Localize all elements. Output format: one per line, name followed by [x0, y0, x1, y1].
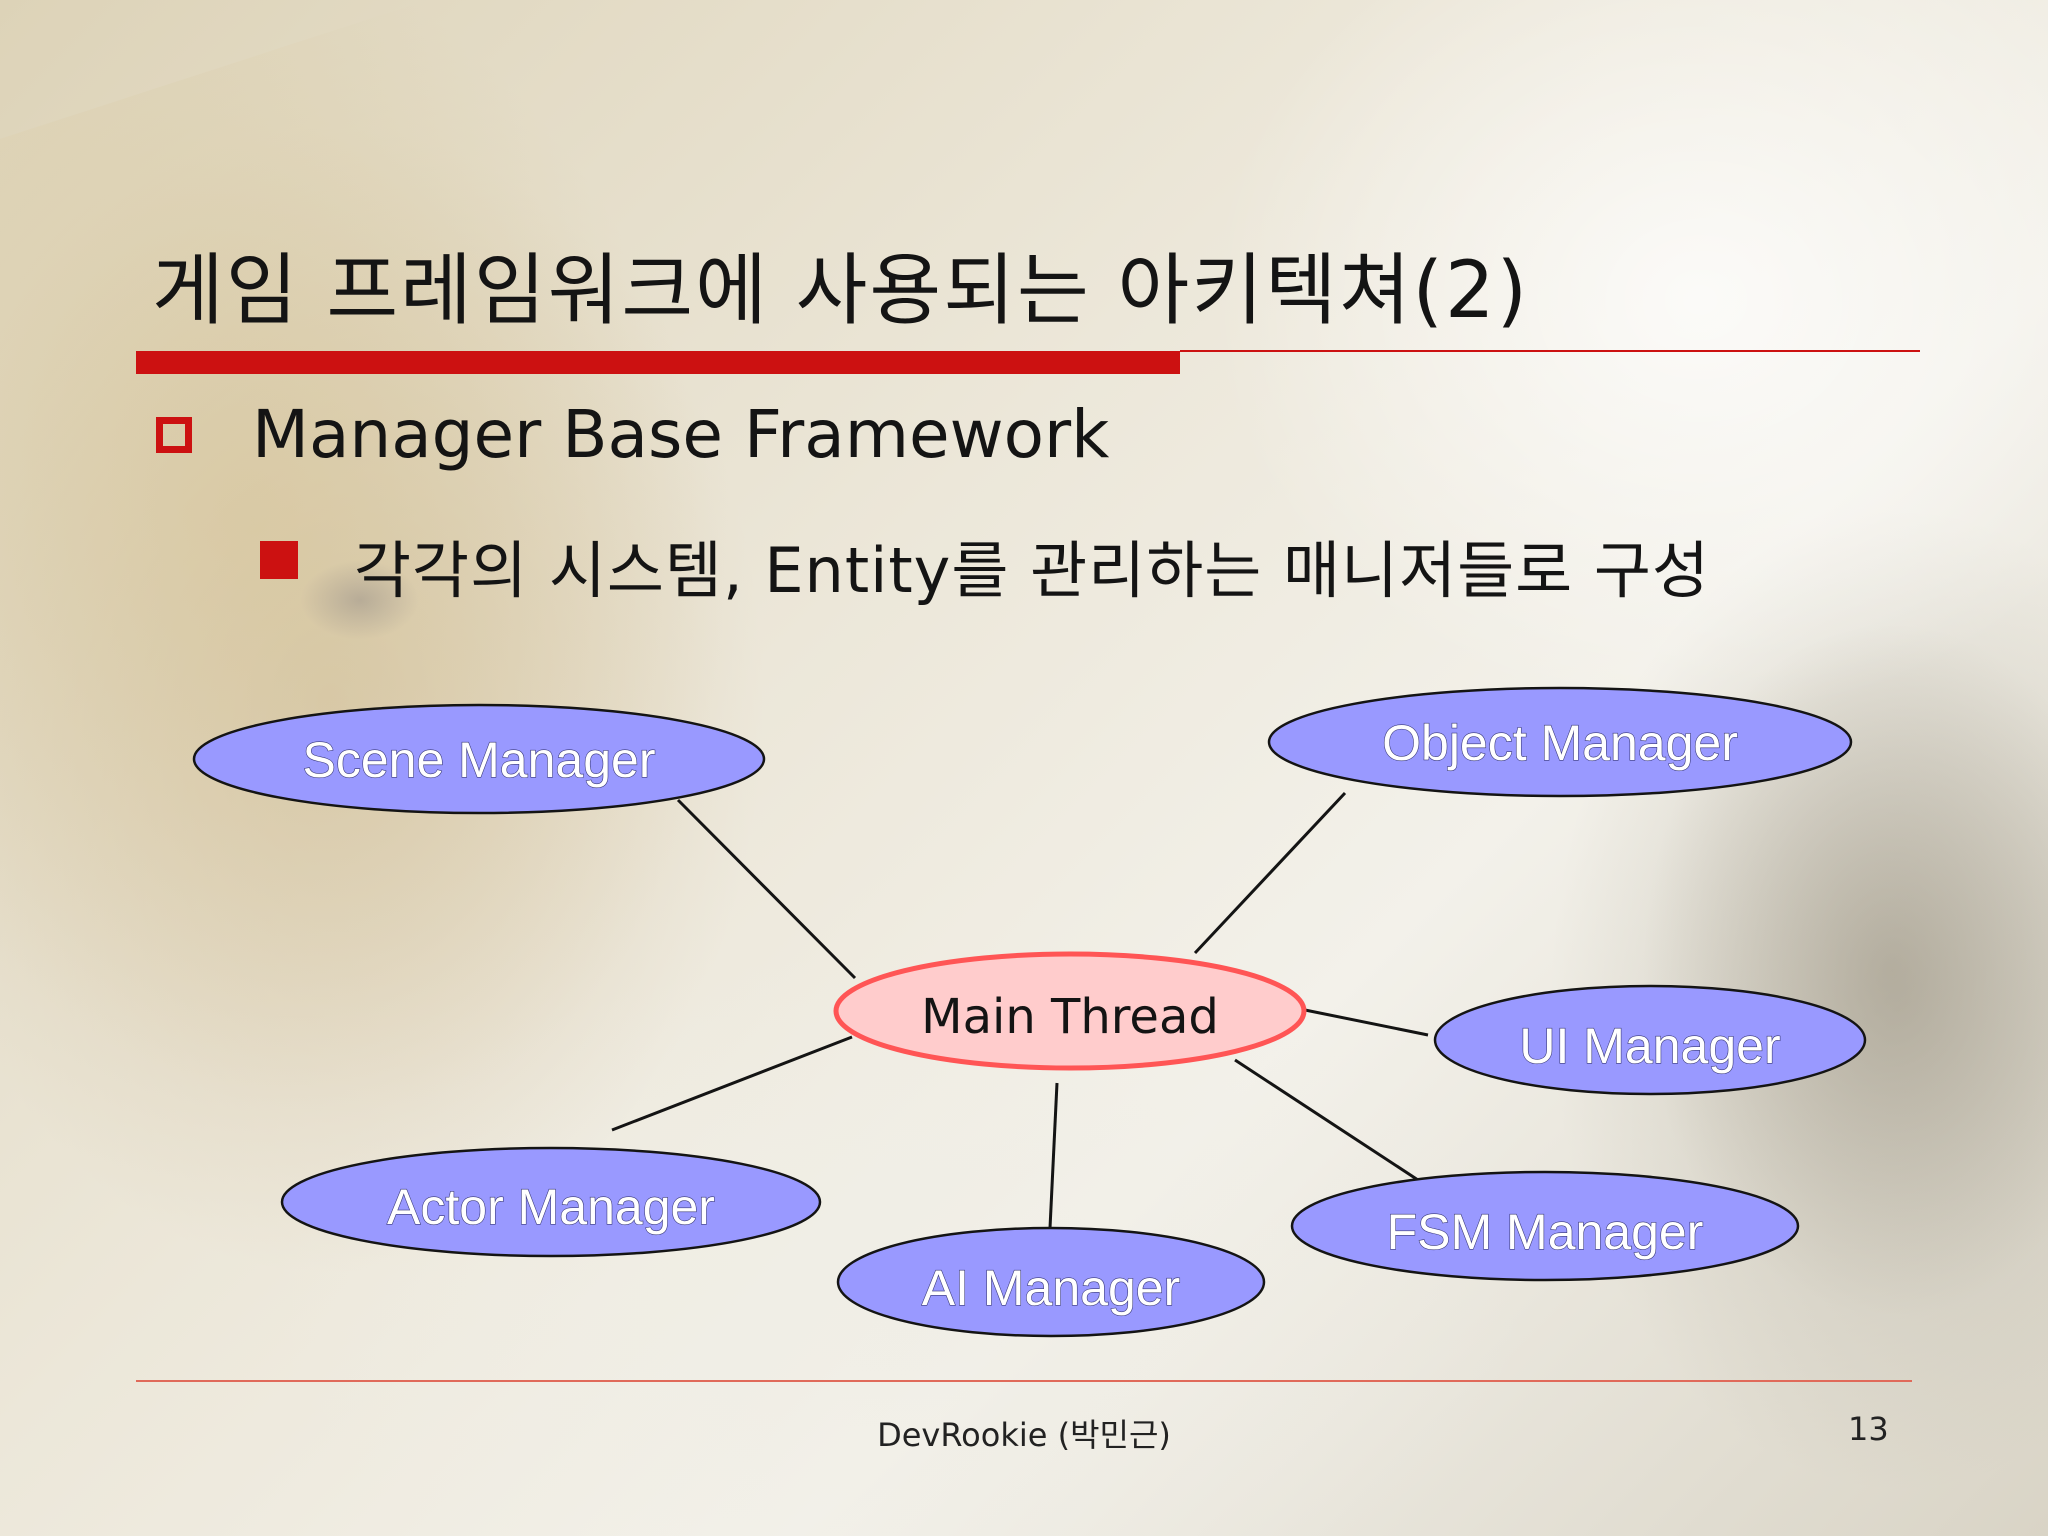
node-ai-label: AI Manager: [922, 1260, 1180, 1316]
bullet-level1: Manager Base Framework: [252, 396, 1110, 473]
node-object-manager: Object Manager: [1267, 686, 1853, 798]
node-main-thread-label: Main Thread: [921, 989, 1219, 1045]
node-ui-manager: UI Manager: [1433, 984, 1867, 1096]
node-actor-label: Actor Manager: [387, 1179, 715, 1235]
background-eye-shade: [300, 560, 420, 640]
node-actor-manager: Actor Manager: [280, 1146, 822, 1258]
connector-lines: [611, 791, 1429, 1229]
slide-title: 게임 프레임워크에 사용되는 아키텍쳐(2): [152, 246, 1530, 336]
connector-fsm: [1234, 1058, 1419, 1182]
connector-actor: [611, 1035, 853, 1132]
node-fsm-manager: FSM Manager: [1290, 1170, 1800, 1282]
node-fsm-label: FSM Manager: [1387, 1204, 1704, 1260]
node-main-thread: Main Thread: [833, 951, 1307, 1071]
footer-divider: [136, 1380, 1912, 1382]
page-number: 13: [1848, 1410, 1889, 1448]
connector-ui: [1304, 1008, 1429, 1037]
filled-square-bullet-icon: [260, 541, 298, 579]
node-object-label: Object Manager: [1382, 715, 1738, 771]
bullet-level2: 각각의 시스템, Entity를 관리하는 매니저들로 구성: [354, 534, 1710, 607]
hollow-square-bullet-icon: [156, 417, 192, 453]
node-scene-manager: Scene Manager: [192, 703, 766, 815]
footer-author: DevRookie (박민근): [877, 1416, 1171, 1454]
node-scene-label: Scene Manager: [302, 732, 655, 788]
connector-scene: [676, 798, 857, 980]
title-underline-thick: [136, 351, 1180, 374]
node-ai-manager: AI Manager: [836, 1226, 1266, 1338]
node-ui-label: UI Manager: [1519, 1018, 1780, 1074]
connector-object: [1193, 791, 1347, 955]
title-underline-thin: [1180, 350, 1920, 352]
connector-ai: [1048, 1082, 1059, 1229]
